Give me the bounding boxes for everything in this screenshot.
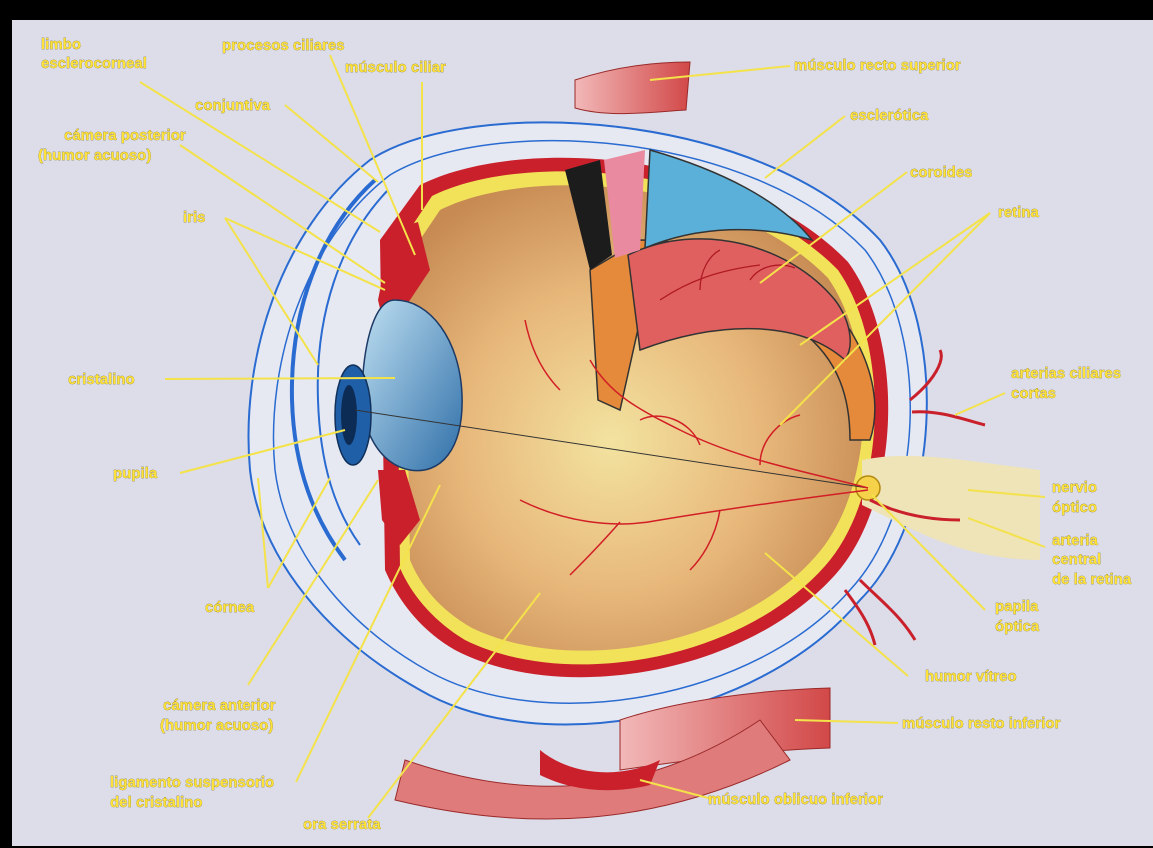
label-esclerotica: esclerótica xyxy=(850,107,929,124)
label-ligamento-line2: del cristalino xyxy=(110,794,203,811)
label-limbo-line2: esclerocorneal xyxy=(41,55,147,72)
label-musculo-ciliar: músculo ciliar xyxy=(345,59,446,76)
label-musculo-recto-inferior: músculo resto inferior xyxy=(902,715,1061,732)
label-camara-anterior-line1: cámera anterior xyxy=(163,697,276,714)
label-cornea: córnea xyxy=(205,599,255,616)
label-procesos-ciliares: procesos ciliares xyxy=(222,37,345,54)
label-pupila: pupila xyxy=(113,465,158,482)
label-arteria-central-line1: arteria xyxy=(1052,532,1099,549)
label-conjuntiva: conjuntiva xyxy=(195,97,271,114)
label-retina: retina xyxy=(998,204,1040,221)
label-cristalino: cristalino xyxy=(68,371,135,388)
label-musculo-oblicuo-inferior: músculo oblicuo inferior xyxy=(708,791,883,808)
label-arteria-central-line2: central xyxy=(1052,551,1101,568)
label-arterias-ciliares-line2: cortas xyxy=(1011,385,1056,402)
label-papila-line1: papila xyxy=(995,598,1039,615)
label-coroides: coroides xyxy=(910,164,973,181)
superior-rectus-muscle xyxy=(575,62,690,114)
pupil-dark xyxy=(341,385,357,445)
label-arterias-ciliares-line1: arterias ciliares xyxy=(1011,365,1121,382)
label-arteria-central-line3: de la retina xyxy=(1052,571,1132,588)
label-ora-serrata: ora serrata xyxy=(303,816,381,833)
label-limbo-line1: limbo xyxy=(41,36,81,53)
label-musculo-recto-superior: músculo recto superior xyxy=(794,57,961,74)
label-iris: iris xyxy=(183,209,206,226)
label-camara-posterior-line1: cámera posterior xyxy=(64,127,186,144)
label-nervio-line1: nervio xyxy=(1052,479,1097,496)
label-papila-line2: óptica xyxy=(995,618,1040,635)
label-nervio-line2: óptico xyxy=(1052,499,1097,516)
label-ligamento-line1: ligamento suspensorio xyxy=(110,774,274,791)
label-humor-vitreo: humor vítreo xyxy=(925,668,1017,685)
label-camara-posterior-line2: (humor acuoso) xyxy=(38,147,151,164)
label-camara-anterior-line2: (humor acuoso) xyxy=(160,717,273,734)
